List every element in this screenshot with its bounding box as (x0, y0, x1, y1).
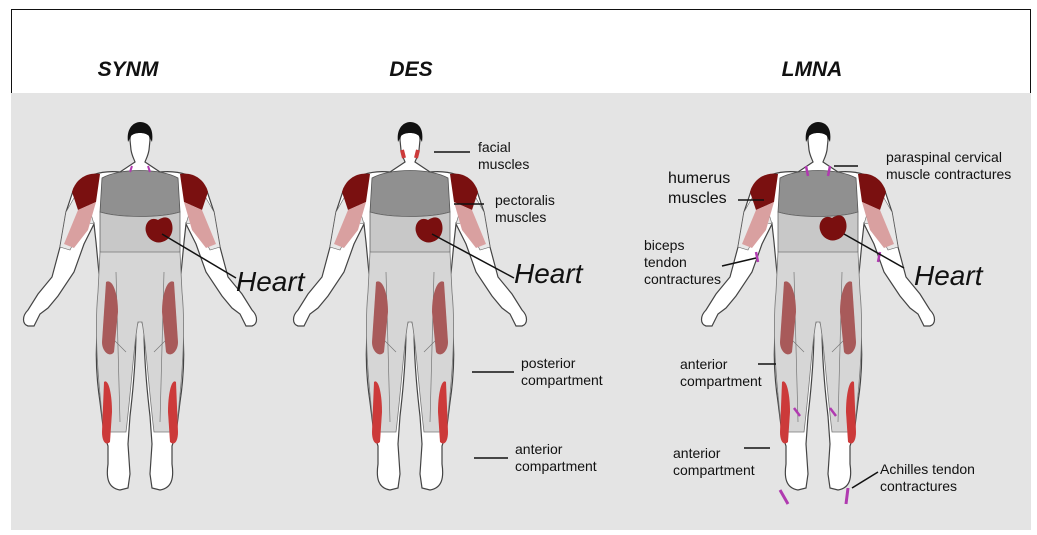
figure-des (294, 122, 527, 490)
figure-synm (24, 122, 257, 490)
heart-label-synm: Heart (236, 266, 304, 298)
achilles-pointer-line (852, 472, 878, 488)
heart-label-lmna: Heart (914, 260, 982, 292)
heart-label-des: Heart (514, 258, 582, 290)
